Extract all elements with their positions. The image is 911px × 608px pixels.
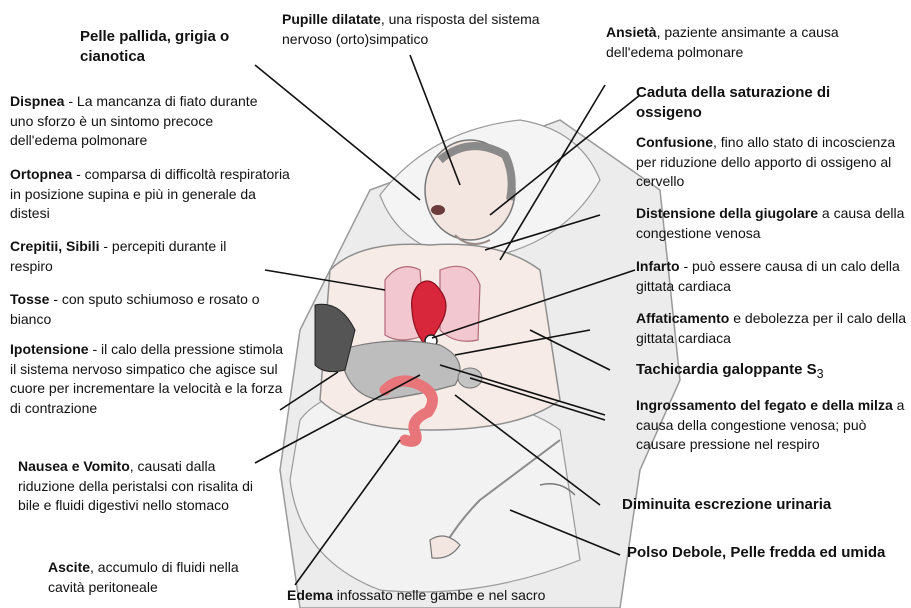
label-ascite-title: Ascite: [48, 559, 90, 575]
label-polso-title: Polso Debole, Pelle fredda ed umida: [627, 544, 885, 561]
label-edema-text: infossato nelle gambe e nel sacro: [333, 587, 545, 603]
label-nausea-title: Nausea e Vomito: [18, 458, 130, 474]
label-affaticamento-title: Affaticamento: [636, 310, 729, 326]
label-ansieta: Ansietà, paziente ansimante a causa dell…: [606, 23, 876, 62]
label-pupille-title: Pupille dilatate: [282, 11, 381, 27]
label-urinaria: Diminuita escrezione urinaria: [622, 495, 907, 515]
label-caduta: Caduta della saturazione di ossigeno: [636, 83, 896, 123]
label-crepitii-title: Crepitii, Sibili: [10, 238, 99, 254]
label-ansieta-title: Ansietà: [606, 24, 657, 40]
label-ascite: Ascite, accumulo di fluidi nella cavità …: [48, 558, 278, 597]
label-infarto-title: Infarto: [636, 258, 680, 274]
label-ortopnea: Ortopnea - comparsa di difficoltà respir…: [10, 165, 290, 224]
label-dispnea: Dispnea - La mancanza di fiato durante u…: [10, 92, 280, 151]
label-affaticamento: Affaticamento e debolezza per il calo de…: [636, 309, 911, 348]
label-urinaria-title: Diminuita escrezione urinaria: [622, 496, 831, 513]
label-confusione: Confusione, fino allo stato di incoscien…: [636, 133, 906, 192]
label-ipotensione-title: Ipotensione: [10, 341, 89, 357]
label-pupille: Pupille dilatate, una risposta del siste…: [282, 10, 582, 49]
label-dispnea-title: Dispnea: [10, 93, 64, 109]
label-crepitii: Crepitii, Sibili - percepiti durante il …: [10, 237, 240, 276]
label-polso: Polso Debole, Pelle fredda ed umida: [627, 543, 897, 563]
label-ortopnea-title: Ortopnea: [10, 166, 72, 182]
label-edema-title: Edema: [287, 587, 333, 603]
label-giugolare: Distensione della giugolare a causa dell…: [636, 204, 911, 243]
label-tosse: Tosse - con sputo schiumoso e rosato o b…: [10, 290, 280, 329]
label-infarto: Infarto - può essere causa di un calo de…: [636, 257, 911, 296]
label-tachicardia: Tachicardia galoppante S3: [636, 360, 911, 384]
label-edema: Edema infossato nelle gambe e nel sacro: [287, 586, 667, 606]
label-fegato-title: Ingrossamento del fegato e della milza: [636, 397, 893, 413]
label-confusione-title: Confusione: [636, 134, 713, 150]
label-ipotensione: Ipotensione - il calo della pressione st…: [10, 340, 285, 418]
label-giugolare-title: Distensione della giugolare: [636, 205, 818, 221]
label-nausea: Nausea e Vomito, causati dalla riduzione…: [18, 457, 268, 516]
label-caduta-title: Caduta della saturazione di ossigeno: [636, 84, 830, 121]
label-tachicardia-title: Tachicardia galoppante S: [636, 361, 817, 378]
label-tachicardia-sub: 3: [817, 367, 824, 381]
label-fegato: Ingrossamento del fegato e della milza a…: [636, 396, 911, 455]
label-tosse-title: Tosse: [10, 291, 49, 307]
label-pelle-title: Pelle pallida, grigia o cianotica: [80, 28, 229, 65]
label-pelle: Pelle pallida, grigia o cianotica: [80, 27, 290, 67]
mouth: [431, 205, 445, 215]
